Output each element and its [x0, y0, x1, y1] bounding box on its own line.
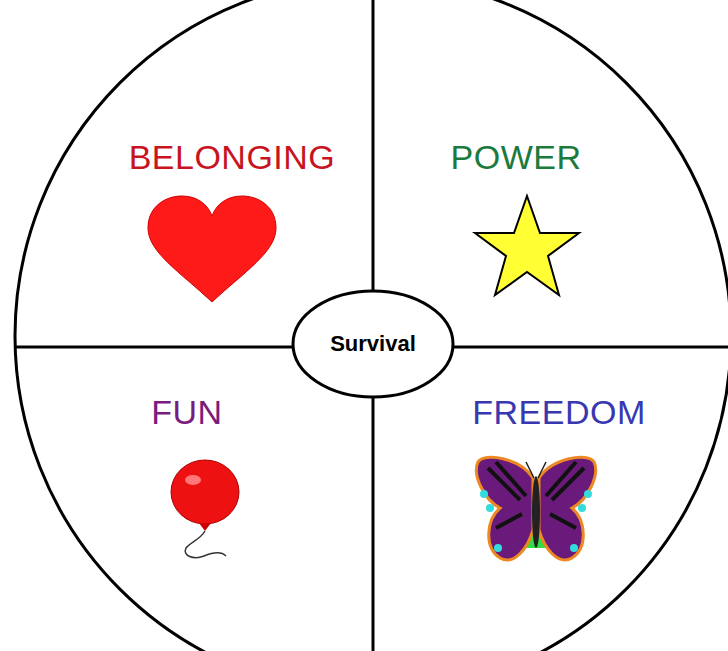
star-icon	[475, 196, 579, 295]
need-name: POWER	[451, 139, 582, 176]
need-label: FREEDOM	[472, 394, 646, 431]
need-label: FUN	[151, 394, 222, 431]
butterfly-icon	[476, 457, 595, 560]
survival-circle: Survival	[291, 289, 455, 399]
need-name: FREEDOM	[472, 394, 646, 431]
need-label: POWER	[451, 139, 582, 176]
need-name: FUN	[151, 394, 222, 431]
balloon-icon	[171, 460, 239, 558]
need-name: BELONGING	[129, 139, 336, 176]
outer-circle	[15, 0, 728, 651]
center-label: Survival	[330, 331, 416, 357]
heart-icon	[148, 196, 276, 302]
need-label: BELONGING	[129, 139, 336, 176]
